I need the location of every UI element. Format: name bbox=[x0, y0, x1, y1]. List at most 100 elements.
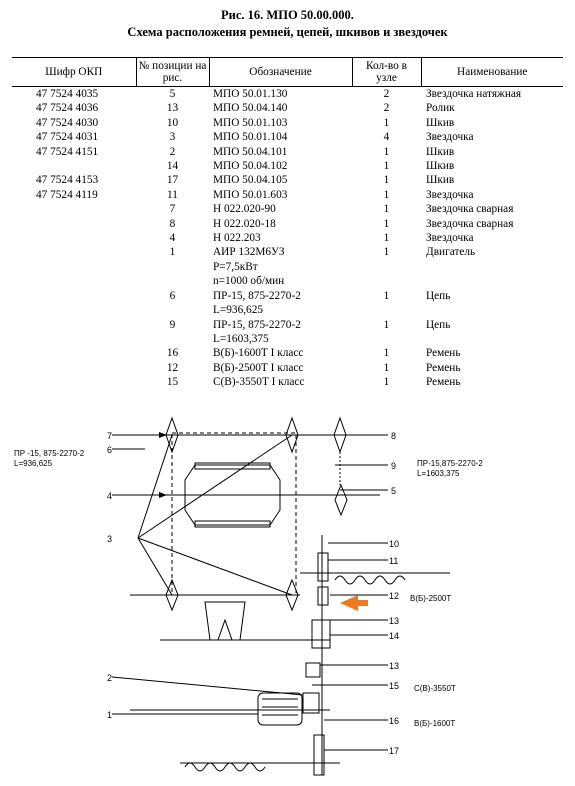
cell-name: Звездочка bbox=[426, 232, 474, 245]
cell-code: 47 7524 4035 bbox=[36, 88, 99, 100]
cell-name: Ролик bbox=[426, 102, 455, 115]
cell-quantity: 2 bbox=[383, 88, 390, 100]
table-row: L=936,625 bbox=[12, 303, 563, 317]
cell-code bbox=[12, 303, 136, 317]
cell-code bbox=[12, 159, 136, 173]
motor-1 bbox=[257, 692, 303, 726]
cell-position bbox=[136, 260, 209, 274]
cell-position: 5 bbox=[169, 88, 176, 100]
cell-designation: МПО 50.04.102 bbox=[213, 160, 288, 173]
cell-code bbox=[12, 245, 136, 259]
cell-position: 12 bbox=[166, 361, 179, 374]
col-header-name: Наименование bbox=[420, 57, 563, 87]
cell-position: 16 bbox=[166, 347, 179, 360]
table-row: 6 ПР-15, 875-2270-2 1 Цепь bbox=[12, 289, 563, 303]
label-10: 10 bbox=[389, 539, 399, 549]
auger-top bbox=[334, 575, 406, 585]
cell-designation: МПО 50.04.101 bbox=[213, 145, 288, 158]
cell-designation: МПО 50.01.130 bbox=[213, 88, 288, 100]
chain-left-length: L=936,625 bbox=[14, 459, 53, 468]
page-title: Рис. 16. МПО 50.00.000. bbox=[221, 8, 354, 22]
cell-position: 15 bbox=[166, 376, 179, 389]
label-13b: 13 bbox=[389, 661, 399, 671]
cell-code: 47 7524 4031 bbox=[36, 131, 99, 144]
belt-15-label: С(В)-3550Т bbox=[414, 684, 456, 693]
cell-name: Шкив bbox=[426, 174, 455, 187]
roller-13 bbox=[305, 662, 321, 678]
label-13a: 13 bbox=[389, 616, 399, 626]
pulley-14 bbox=[311, 619, 331, 649]
cell-position: 4 bbox=[169, 232, 176, 245]
cell-designation: n=1000 об/мин bbox=[213, 275, 285, 288]
cell-name bbox=[421, 332, 563, 346]
schematic-diagram: 7 6 4 3 2 1 8 9 5 10 11 12 13 14 13 15 1… bbox=[14, 416, 483, 776]
cell-code bbox=[12, 361, 136, 375]
cell-name: Цепь bbox=[426, 289, 451, 302]
sprocket-3-bottom-right bbox=[285, 578, 299, 612]
cell-quantity: 4 bbox=[383, 131, 390, 144]
cell-name: Шкив bbox=[426, 116, 455, 129]
cell-name: Звездочка bbox=[426, 131, 474, 144]
cell-designation: МПО 50.04.105 bbox=[213, 174, 288, 187]
auger-bottom bbox=[184, 762, 266, 772]
frame-outline bbox=[171, 432, 297, 596]
cell-position: 10 bbox=[166, 116, 179, 129]
label-6: 6 bbox=[107, 445, 112, 455]
cell-code bbox=[12, 346, 136, 360]
label-14: 14 bbox=[389, 631, 399, 641]
cell-position: 7 bbox=[169, 203, 176, 216]
cell-designation: МПО 50.01.103 bbox=[213, 116, 288, 129]
cell-code bbox=[12, 231, 136, 245]
label-4: 4 bbox=[107, 491, 112, 501]
cell-position: 13 bbox=[166, 102, 179, 115]
cell-quantity: 1 bbox=[383, 289, 390, 302]
cell-position: 6 bbox=[169, 289, 176, 302]
drum-top bbox=[194, 462, 271, 470]
cell-designation: Н 022.203 bbox=[213, 232, 261, 245]
cell-designation: Р=7,5кВт bbox=[213, 260, 258, 273]
label-2: 2 bbox=[107, 673, 112, 683]
cell-quantity: 1 bbox=[383, 318, 390, 331]
sprocket-5 bbox=[334, 483, 348, 517]
cell-position: 3 bbox=[169, 131, 176, 144]
chain-right-length: L=1603,375 bbox=[417, 469, 460, 478]
cell-position: 11 bbox=[167, 188, 178, 201]
chain-right-spec: ПР-15,875-2270-2 bbox=[417, 459, 483, 468]
cell-quantity: 1 bbox=[383, 232, 390, 245]
cell-position: 2 bbox=[169, 145, 176, 158]
cell-name bbox=[421, 260, 563, 274]
cell-designation: Н 022.020-18 bbox=[213, 217, 276, 230]
cell-designation: В(Б)-1600Т I класс bbox=[213, 347, 304, 360]
col-header-position: № позиции на рис. bbox=[135, 57, 209, 87]
cell-name: Двигатель bbox=[426, 246, 476, 259]
cell-code: 47 7524 4119 bbox=[36, 188, 98, 201]
cell-designation: ПР-15, 875-2270-2 bbox=[213, 318, 301, 331]
cell-designation: МПО 50.01.104 bbox=[213, 131, 288, 144]
belt-16-label: В(Б)-1600Т bbox=[414, 719, 455, 728]
belt-12-label: В(Б)-2500Т bbox=[410, 594, 451, 603]
col-header-designation: Обозначение bbox=[208, 57, 352, 87]
label-17: 17 bbox=[389, 746, 399, 756]
cell-quantity: 1 bbox=[383, 160, 390, 173]
pulley-17 bbox=[313, 734, 325, 776]
cell-position: 1 bbox=[169, 246, 176, 259]
label-16: 16 bbox=[389, 716, 399, 726]
cell-designation: L=936,625 bbox=[213, 304, 263, 317]
cell-code bbox=[12, 202, 136, 216]
cell-code bbox=[12, 217, 136, 231]
cell-quantity: 1 bbox=[383, 217, 390, 230]
label-7: 7 bbox=[107, 431, 112, 441]
cell-designation: ПР-15, 875-2270-2 bbox=[213, 289, 301, 302]
cell-code: 47 7524 4036 bbox=[36, 102, 99, 115]
table-row: n=1000 об/мин bbox=[12, 274, 563, 288]
cell-position: 17 bbox=[166, 174, 179, 187]
pulley-2 bbox=[302, 692, 320, 714]
page-subtitle: Схема расположения ремней, цепей, шкивов… bbox=[127, 25, 448, 39]
drum-bottom bbox=[194, 520, 271, 528]
cell-name: Ремень bbox=[426, 347, 461, 360]
